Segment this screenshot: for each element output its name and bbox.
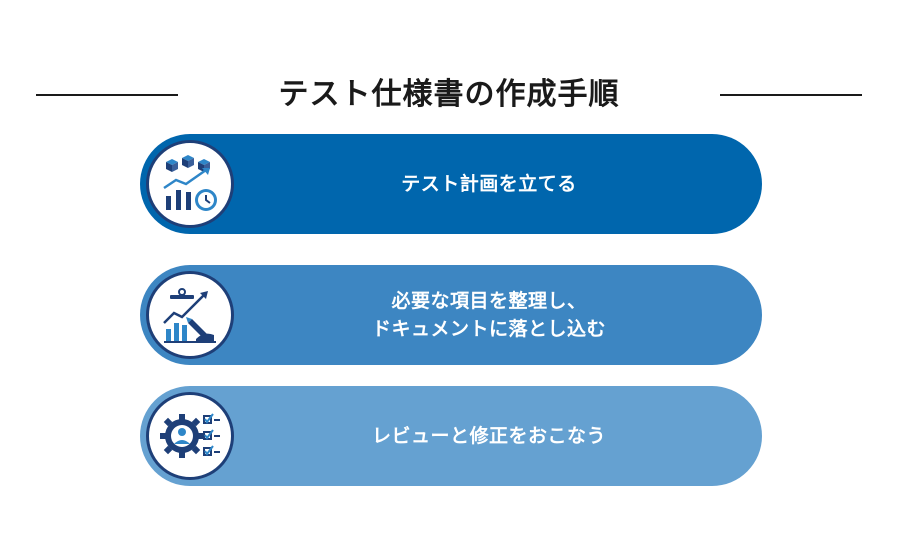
step-1: テスト計画を立てる [140,134,762,234]
title-divider-left [36,94,178,96]
page-title: テスト仕様書の作成手順 [278,77,620,112]
step-1-icon-circle [146,140,234,228]
cubes-bar-chart-clock-icon [163,155,217,211]
title-divider-right [720,94,862,96]
step-2-icon-circle [146,271,234,359]
step-3-label: レビューと修正をおこなう [371,425,606,447]
step-2: 必要な項目を整理し、 ドキュメントに落とし込む [140,265,762,365]
clipboard-chart-pen-icon [163,288,216,343]
step-1-label: テスト計画を立てる [401,173,577,195]
step-3-icon-circle [146,392,234,480]
step-2-label: 必要な項目を整理し、 ドキュメントに落とし込む [371,290,606,340]
gear-person-checklist-icon [160,413,220,458]
step-3: レビューと修正をおこなう [140,386,762,486]
title-row: テスト仕様書の作成手順 [0,70,901,120]
